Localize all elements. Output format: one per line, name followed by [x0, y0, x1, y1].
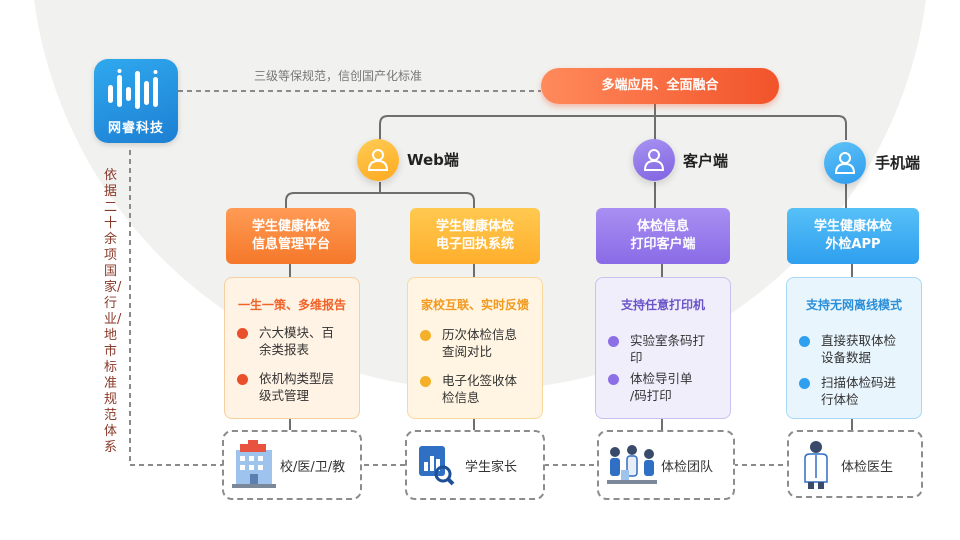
- feature-item: 实验室条码打印: [608, 332, 722, 366]
- feature-item: 电子化签收体检信息: [420, 372, 534, 406]
- column-header-e-receipt: 学生健康体检电子回执系统: [410, 208, 540, 264]
- column-header-mobile-app: 学生健康体检外检APP: [787, 208, 919, 264]
- feature-item: 历次体检信息查阅对比: [420, 326, 534, 360]
- item-text-line: 印: [630, 350, 643, 365]
- column-header-print-client: 体检信息打印客户端: [596, 208, 730, 264]
- item-text-line: 依机构类型层: [259, 371, 335, 386]
- top-branch-line: [379, 115, 847, 140]
- bullet-dot: [237, 374, 248, 385]
- header-line: 体检信息: [636, 219, 689, 234]
- standards-note: 三级等保规范，信创国产化标准: [254, 69, 423, 83]
- panel-title: 家校互联、实时反馈: [420, 298, 529, 312]
- web-branch-line: [285, 192, 475, 208]
- client-category-label: 客户端: [683, 152, 729, 170]
- header-line: 学生健康体检: [813, 219, 892, 234]
- medical-team-icon: [607, 445, 657, 484]
- item-text-line: /码打印: [630, 388, 672, 403]
- user-icon: [367, 149, 389, 171]
- item-text-line: 级式管理: [259, 388, 310, 403]
- item-text-line: 直接获取体检: [821, 333, 897, 348]
- panel-title: 支持任意打印机: [620, 298, 705, 312]
- logo-name: 网睿科技: [107, 121, 164, 136]
- feature-panel: 家校互联、实时反馈 历次体检信息查阅对比 电子化签收体检信息: [407, 277, 543, 419]
- mobile-category-label: 手机端: [875, 154, 921, 172]
- bullet-dot: [420, 376, 431, 387]
- feature-panel: 支持任意打印机 实验室条码打印 体检导引单/码打印: [595, 277, 731, 419]
- item-text-line: 余类报表: [259, 342, 310, 357]
- web-category-circle: [357, 139, 399, 181]
- bullet-dot: [608, 336, 619, 347]
- stakeholder-label: 校/医/卫/教: [280, 460, 346, 475]
- column-header-health-platform: 学生健康体检信息管理平台: [226, 208, 356, 264]
- feature-item: 依机构类型层级式管理: [237, 370, 351, 404]
- item-text-line: 检信息: [442, 390, 480, 405]
- item-text-line: 历次体检信息: [442, 327, 518, 342]
- item-text-line: 电子化签收体: [442, 373, 518, 388]
- company-logo: 网睿科技: [94, 59, 178, 143]
- user-icon: [834, 152, 856, 174]
- header-line: 打印客户端: [630, 237, 696, 252]
- report-magnifier-icon: [419, 446, 455, 486]
- feature-item: 扫描体检码进行体检: [799, 374, 913, 408]
- item-text-line: 实验室条码打: [630, 333, 706, 348]
- stakeholder-box: 校/医/卫/教: [222, 430, 362, 500]
- vertical-standards-note: 依据二十余项国家/行业/地市标准规范体系: [104, 168, 122, 455]
- top-pill: 多端应用、全面融合: [541, 68, 779, 104]
- user-icon: [643, 149, 665, 171]
- building-icon: [232, 440, 276, 488]
- doctor-icon: [804, 441, 828, 489]
- bullet-dot: [799, 336, 810, 347]
- item-text-line: 行体检: [821, 392, 859, 407]
- stakeholder-box: 体检团队: [597, 430, 735, 500]
- stakeholder-box: 体检医生: [787, 430, 923, 498]
- item-text-line: 体检导引单: [630, 371, 693, 386]
- item-text-line: 设备数据: [821, 350, 872, 365]
- bullet-dot: [608, 374, 619, 385]
- header-line: 学生健康体检: [251, 219, 330, 234]
- header-line: 信息管理平台: [251, 237, 330, 252]
- panel-title: 一生一策、多维报告: [237, 298, 346, 312]
- panel-title: 支持无网离线模式: [805, 298, 902, 312]
- mobile-category-circle: [824, 142, 866, 184]
- stakeholder-box: 学生家长: [405, 430, 545, 500]
- sound-wave-logo-icon: [108, 69, 158, 109]
- bullet-dot: [420, 330, 431, 341]
- item-text-line: 六大模块、百: [259, 325, 335, 340]
- feature-panel: 支持无网离线模式 直接获取体检设备数据 扫描体检码进行体检: [786, 277, 922, 419]
- feature-item: 六大模块、百余类报表: [237, 324, 351, 358]
- stakeholder-label: 体检医生: [841, 460, 894, 475]
- client-category-circle: [633, 139, 675, 181]
- header-line: 外检APP: [825, 237, 881, 252]
- item-text-line: 查阅对比: [442, 344, 493, 359]
- web-category-label: Web端: [407, 151, 459, 169]
- stakeholder-label: 体检团队: [661, 460, 714, 475]
- header-line: 电子回执系统: [435, 237, 514, 252]
- bullet-dot: [799, 378, 810, 389]
- header-line: 学生健康体检: [435, 219, 514, 234]
- stakeholder-label: 学生家长: [465, 460, 518, 475]
- bullet-dot: [237, 328, 248, 339]
- item-text-line: 扫描体检码进: [821, 375, 897, 390]
- feature-item: 直接获取体检设备数据: [799, 332, 913, 366]
- feature-panel: 一生一策、多维报告 六大模块、百余类报表 依机构类型层级式管理: [224, 277, 360, 419]
- feature-item: 体检导引单/码打印: [608, 370, 722, 404]
